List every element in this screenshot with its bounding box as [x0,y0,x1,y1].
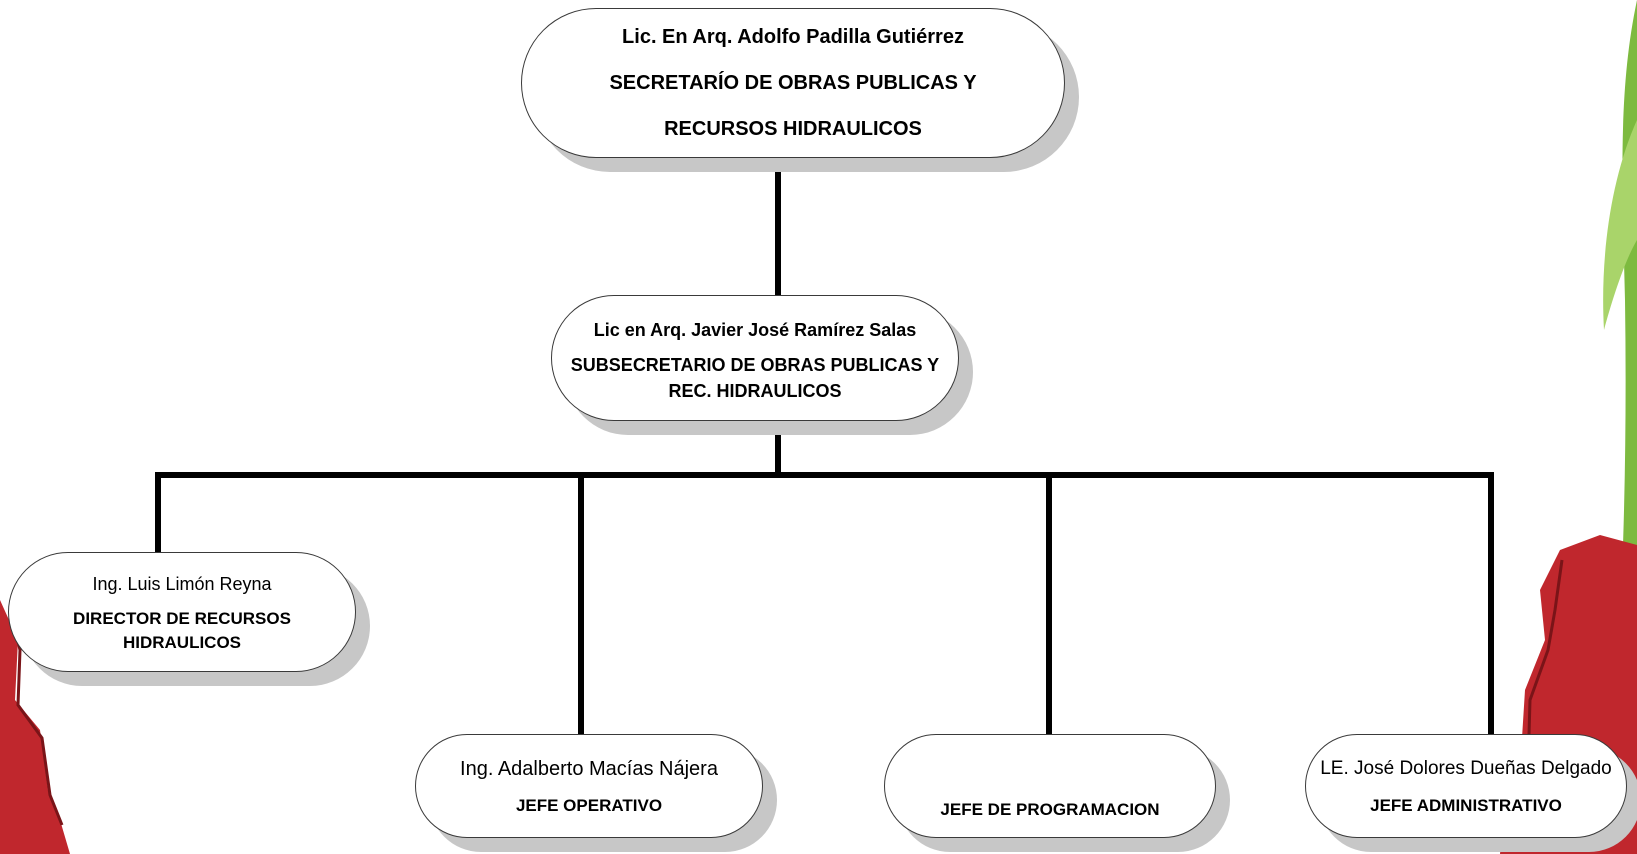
director-role-line2: HIDRAULICOS [122,633,242,652]
connector-bus-jefe-administrativo [1488,472,1494,734]
node-subsecretario: Lic en Arq. Javier José Ramírez Salas SU… [551,295,959,421]
connector-bus-jefe-operativo [578,472,584,734]
jefe-programacion-role: JEFE DE PROGRAMACION [940,800,1160,819]
node-jefe-operativo: Ing. Adalberto Macías Nájera JEFE OPERAT… [415,734,763,838]
node-secretario: Lic. En Arq. Adolfo Padilla Gutiérrez SE… [521,8,1065,158]
secretario-role-line1: SECRETARÍO DE OBRAS PUBLICAS Y [609,72,977,94]
jefe-administrativo-role: JEFE ADMINISTRATIVO [1370,796,1562,815]
connector-bus-jefe-programacion [1046,472,1052,734]
jefe-administrativo-name: LE. José Dolores Dueñas Delgado [1320,758,1612,779]
director-role-line1: DIRECTOR DE RECURSOS [73,609,291,628]
director-name: Ing. Luis Limón Reyna [92,574,272,594]
node-jefe-programacion: JEFE DE PROGRAMACION [884,734,1216,838]
secretario-name: Lic. En Arq. Adolfo Padilla Gutiérrez [622,26,964,48]
subsecretario-role-line2: REC. HIDRAULICOS [668,381,842,401]
node-jefe-administrativo: LE. José Dolores Dueñas Delgado JEFE ADM… [1305,734,1627,838]
connector-bus-director [155,472,161,552]
green-leaf-highlight [1603,120,1637,330]
node-director-hidraulicos: Ing. Luis Limón Reyna DIRECTOR DE RECURS… [8,552,356,672]
jefe-operativo-name: Ing. Adalberto Macías Nájera [460,758,718,780]
subsecretario-name: Lic en Arq. Javier José Ramírez Salas [593,320,917,340]
secretario-role-line2: RECURSOS HIDRAULICOS [664,118,922,140]
subsecretario-role-line1: SUBSECRETARIO DE OBRAS PUBLICAS Y [570,355,940,375]
connector-subsecretario-bus [775,420,781,475]
jefe-operativo-role: JEFE OPERATIVO [515,796,663,815]
connector-horizontal-bus [155,472,1494,478]
connector-secretario-subsecretario [775,155,781,295]
